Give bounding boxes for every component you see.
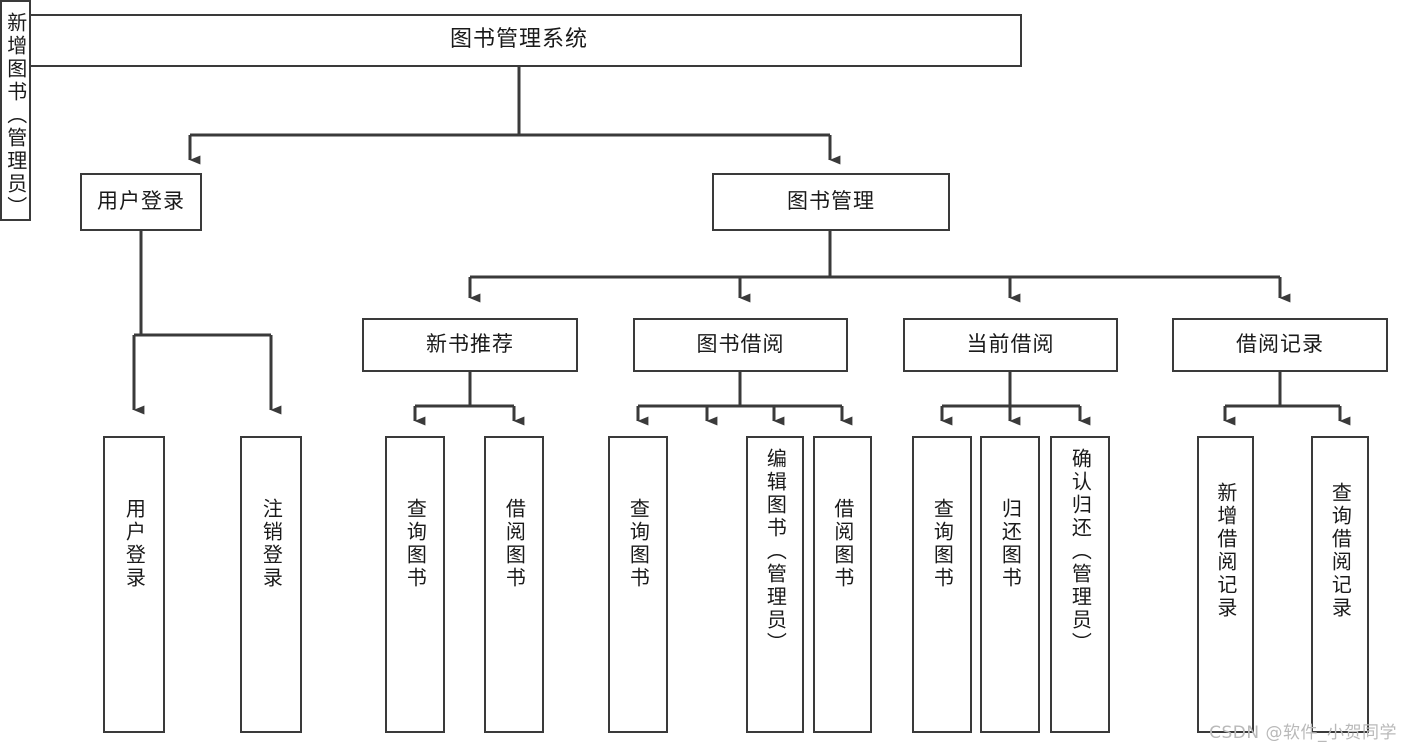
leaf-current-confirm-return[interactable]: 确认归还（管理员） xyxy=(1050,436,1110,733)
node-new-book-recommend[interactable]: 新书推荐 xyxy=(362,318,578,372)
node-label: 借阅图书 xyxy=(502,498,527,590)
node-label: 借阅记录 xyxy=(1236,332,1324,357)
node-label: 图书管理系统 xyxy=(449,27,588,53)
leaf-current-return-book[interactable]: 归还图书 xyxy=(980,436,1040,733)
leaf-borrow-query-book[interactable]: 查询图书 xyxy=(608,436,668,733)
node-label: 用户登录 xyxy=(122,498,147,590)
node-root-system[interactable]: 图书管理系统 xyxy=(16,14,1022,67)
node-user-login[interactable]: 用户登录 xyxy=(80,173,202,231)
node-label: 确认归还（管理员） xyxy=(1068,448,1093,655)
leaf-current-query-book[interactable]: 查询图书 xyxy=(912,436,972,733)
node-label: 归还图书 xyxy=(998,498,1023,590)
leaf-record-add-record[interactable]: 新增借阅记录 xyxy=(1197,436,1254,733)
node-book-management[interactable]: 图书管理 xyxy=(712,173,950,231)
node-label: 当前借阅 xyxy=(966,332,1055,357)
node-label: 新书推荐 xyxy=(426,332,514,357)
node-label: 用户登录 xyxy=(97,189,185,214)
node-label: 借阅图书 xyxy=(830,498,855,590)
node-current-borrow[interactable]: 当前借阅 xyxy=(903,318,1118,372)
node-label: 查询借阅记录 xyxy=(1328,482,1353,620)
node-label: 查询图书 xyxy=(930,498,955,590)
leaf-recommend-query-book[interactable]: 查询图书 xyxy=(385,436,445,733)
leaf-record-query-record[interactable]: 查询借阅记录 xyxy=(1311,436,1369,733)
leaf-user-logout[interactable]: 注销登录 xyxy=(240,436,302,733)
leaf-borrow-borrow-book[interactable]: 借阅图书 xyxy=(813,436,872,733)
node-label: 图书管理 xyxy=(787,189,875,214)
node-label: 图书借阅 xyxy=(696,332,785,357)
node-label: 新增图书（管理员） xyxy=(3,12,28,219)
leaf-borrow-edit-book[interactable]: 编辑图书（管理员） xyxy=(746,436,804,733)
node-label: 注销登录 xyxy=(259,498,284,590)
node-label: 查询图书 xyxy=(403,498,428,590)
watermark-label: CSDN @软件_小贺同学 xyxy=(1209,723,1397,743)
node-borrow-record[interactable]: 借阅记录 xyxy=(1172,318,1388,372)
leaf-borrow-add-book[interactable]: 新增图书（管理员） xyxy=(0,0,31,221)
node-label: 新增借阅记录 xyxy=(1213,482,1238,620)
node-book-borrow[interactable]: 图书借阅 xyxy=(633,318,848,372)
leaf-recommend-borrow-book[interactable]: 借阅图书 xyxy=(484,436,544,733)
leaf-user-login[interactable]: 用户登录 xyxy=(103,436,165,733)
node-label: 编辑图书（管理员） xyxy=(763,448,788,655)
node-label: 查询图书 xyxy=(626,498,651,590)
